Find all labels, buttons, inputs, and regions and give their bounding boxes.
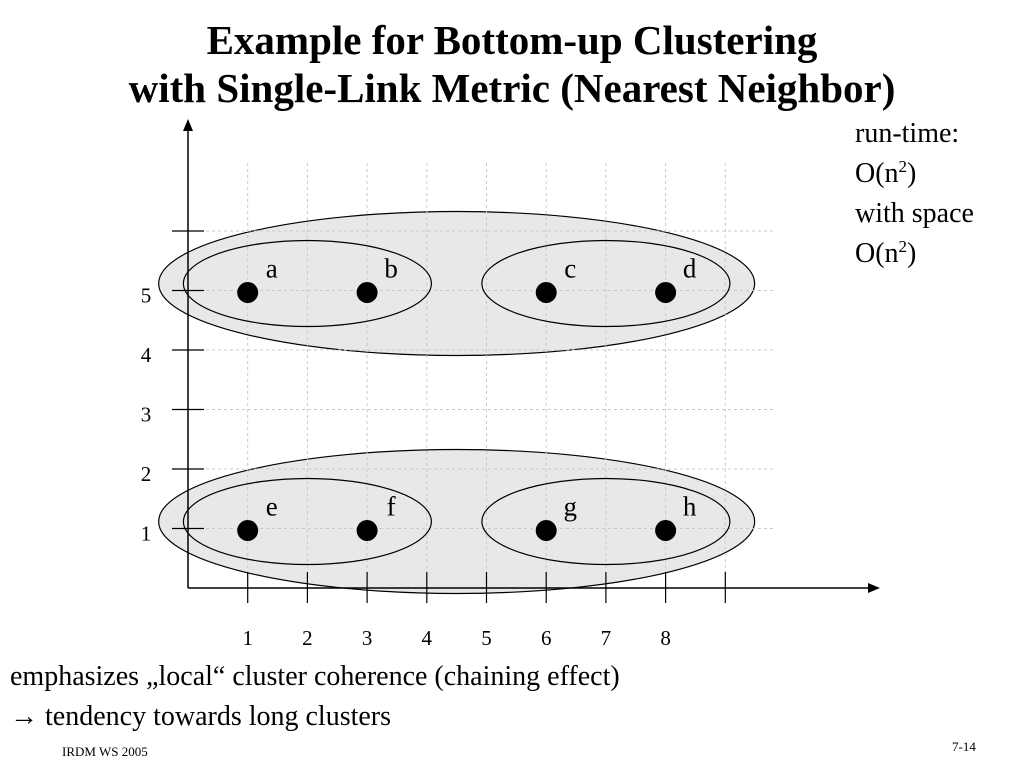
y-tick-label: 3	[141, 403, 152, 427]
bottom-line-2-text: tendency towards long clusters	[45, 701, 392, 732]
cluster-ellipse-ef	[182, 477, 432, 566]
x-tick-label: 7	[601, 626, 612, 650]
point-label-b: b	[384, 254, 398, 284]
bottom-line-2: → tendency towards long clusters	[10, 697, 620, 737]
cluster-ellipse-efgh	[158, 448, 756, 595]
y-axis-arrow-icon	[183, 119, 193, 131]
cluster-ellipse-ab	[182, 239, 432, 328]
runtime-line-1: run-time:	[855, 118, 960, 149]
arrow-icon: →	[10, 701, 38, 732]
data-point-a	[237, 282, 259, 303]
runtime-exponent: 2	[898, 157, 908, 176]
x-tick-label: 1	[242, 626, 253, 650]
tick-labels: 1 2 3 4 5 6 7 8 1 2 3 4 5	[141, 284, 671, 651]
x-tick-label: 6	[541, 626, 552, 650]
title-line-1: Example for Bottom-up Clustering	[206, 17, 818, 63]
footer-course: IRDM WS 2005	[62, 744, 148, 759]
runtime-line-3: with space	[855, 198, 974, 229]
runtime-o-prefix: O(n	[855, 158, 899, 189]
x-tick-label: 2	[302, 626, 313, 650]
cluster-ellipse-cd	[481, 239, 731, 328]
tick-marks	[172, 230, 726, 603]
x-tick-label: 8	[660, 626, 671, 650]
point-label-c: c	[564, 254, 576, 284]
runtime-line-2: O(n2)	[855, 154, 974, 194]
point-label-f: f	[387, 492, 396, 522]
data-points	[237, 282, 677, 541]
footer-page-number: 7-14	[952, 739, 976, 754]
bottom-notes: emphasizes „local“ cluster coherence (ch…	[10, 657, 620, 737]
point-labels: a b c d e f g h	[266, 254, 697, 522]
space-o-suffix: )	[907, 238, 917, 269]
point-label-a: a	[266, 254, 278, 284]
data-point-f	[356, 520, 378, 541]
runtime-o-suffix: )	[907, 158, 917, 189]
data-point-c	[535, 282, 557, 303]
axes	[183, 119, 880, 593]
grid-lines	[188, 163, 773, 588]
space-o-prefix: O(n	[855, 238, 899, 269]
x-axis-arrow-icon	[868, 583, 880, 593]
runtime-line-4: O(n2)	[855, 234, 974, 274]
data-point-b	[356, 282, 378, 303]
bottom-line-1: emphasizes „local“ cluster coherence (ch…	[10, 661, 620, 692]
y-tick-label: 1	[141, 522, 152, 546]
slide-title: Example for Bottom-up Clustering with Si…	[0, 16, 1024, 112]
point-label-d: d	[683, 254, 697, 284]
cluster-ellipse-gh	[481, 477, 731, 566]
data-point-h	[655, 520, 677, 541]
x-tick-label: 5	[481, 626, 492, 650]
runtime-note: run-time: O(n2) with space O(n2)	[855, 114, 974, 274]
data-point-e	[237, 520, 259, 541]
space-exponent: 2	[898, 237, 908, 256]
y-tick-label: 4	[141, 343, 152, 367]
title-line-2: with Single-Link Metric (Nearest Neighbo…	[128, 65, 896, 111]
data-point-d	[655, 282, 677, 303]
point-label-g: g	[563, 492, 577, 522]
x-tick-label: 4	[422, 626, 433, 650]
point-label-h: h	[683, 492, 697, 522]
x-tick-label: 3	[362, 626, 373, 650]
inner-clusters	[182, 239, 731, 566]
data-point-g	[535, 520, 557, 541]
y-tick-label: 5	[141, 284, 152, 308]
y-tick-label: 2	[141, 462, 152, 486]
point-label-e: e	[266, 492, 278, 522]
